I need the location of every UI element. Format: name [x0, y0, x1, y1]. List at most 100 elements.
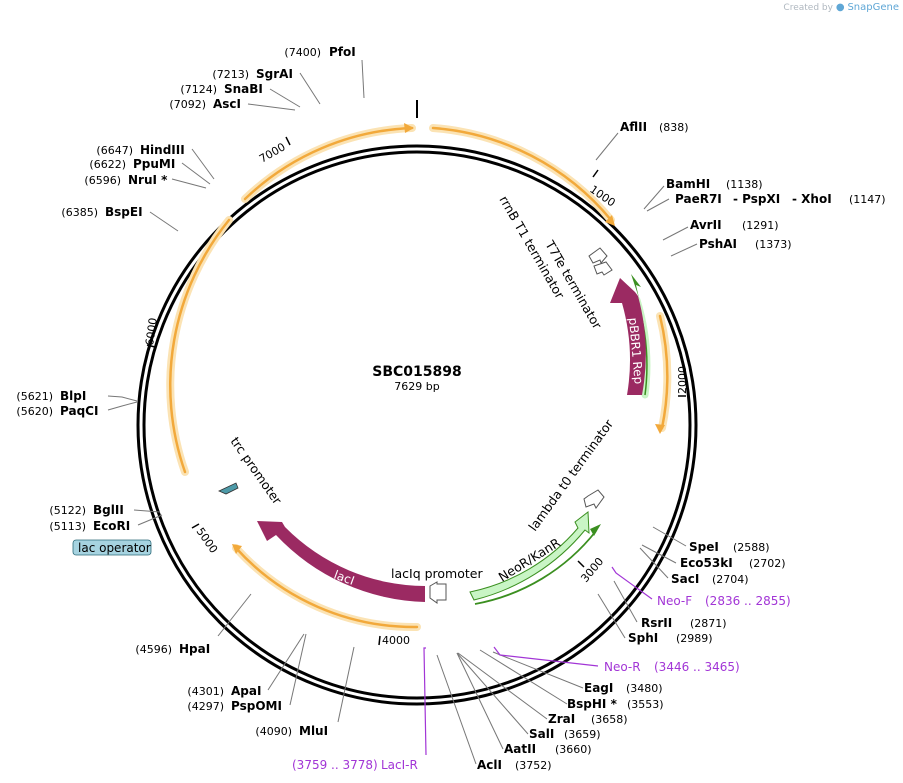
plasmid-name: SBC015898 — [372, 364, 461, 380]
enzyme-ecori-name[interactable]: EcoRI — [93, 519, 130, 533]
enzyme-eagi-name[interactable]: EagI — [584, 681, 613, 695]
enzyme-sphi-name[interactable]: SphI — [628, 631, 658, 645]
leader-hpai — [217, 593, 252, 637]
leader-avrii — [662, 226, 689, 241]
pbbr1-rep-green-arrow-icon — [631, 274, 641, 298]
enzyme-pspomi-name[interactable]: PspOMI — [231, 699, 282, 713]
enzyme-sali-name[interactable]: SalI — [529, 727, 554, 741]
enzyme-spei-name[interactable]: SpeI — [689, 540, 719, 554]
orf-arc-top-right — [431, 126, 613, 222]
enzyme-bglii-name[interactable]: BglII — [93, 503, 124, 517]
leader-neo-f — [611, 566, 653, 600]
orf-arc-top-left — [243, 126, 414, 201]
leader-saci — [639, 547, 669, 579]
orf-arcs — [166, 123, 672, 632]
enzyme-mlui-name[interactable]: MluI — [299, 724, 328, 738]
enzyme-leaders — [107, 59, 698, 765]
enzyme-pshai-name[interactable]: PshAI — [699, 237, 737, 251]
tick-mark-1000 — [592, 169, 599, 178]
enzyme-pfoi-name[interactable]: PfoI — [329, 45, 356, 59]
enzyme-blpi-pos: (5621) — [16, 390, 53, 403]
primer-leaders — [423, 566, 653, 756]
neo-kan-green-line — [474, 530, 597, 605]
leader-nrui — [171, 178, 207, 189]
enzyme-hpai-name[interactable]: HpaI — [179, 642, 210, 656]
enzyme-hindiii-pos: (6647) — [96, 144, 133, 157]
tick-mark-6000 — [146, 344, 156, 348]
enzyme-aatii-name[interactable]: AatII — [504, 742, 536, 756]
enzyme-apai-pos: (4301) — [187, 685, 224, 698]
enzyme-asci-name[interactable]: AscI — [213, 97, 241, 111]
orf-arc-left — [169, 218, 231, 474]
enzyme-asci-pos: (7092) — [169, 98, 206, 111]
enzyme-saci-name[interactable]: SacI — [671, 572, 699, 586]
laciq-promoter-label: lacIq promoter — [391, 566, 483, 581]
lac-operator-label: lac operator — [78, 541, 151, 555]
enzyme-acli-name[interactable]: AclI — [477, 758, 502, 772]
enzyme-rsrii-name[interactable]: RsrII — [641, 616, 672, 630]
enzyme-bspei-name[interactable]: BspEI — [105, 205, 143, 219]
enzyme-spei-pos: (2588) — [733, 541, 770, 554]
leader-sali — [456, 652, 529, 735]
primer-neo-f-name[interactable]: Neo-F — [657, 594, 692, 608]
enzyme-hpai-pos: (4596) — [135, 643, 172, 656]
enzyme-sphi-pos: (2989) — [676, 632, 713, 645]
enzyme-avrii-name[interactable]: AvrII — [690, 218, 722, 232]
enzyme-bglii-pos: (5122) — [49, 504, 86, 517]
orf-arc-bottom-arrow-icon — [232, 544, 242, 554]
laciq-promoter-arrow-icon — [429, 581, 447, 604]
enzyme-pspxi-name[interactable]: - PspXI — [733, 192, 780, 206]
enzyme-saci-pos: (2704) — [712, 573, 749, 586]
enzyme-paqci-name[interactable]: PaqCI — [60, 404, 98, 418]
enzyme-snabi-name[interactable]: SnaBI — [224, 82, 263, 96]
enzyme-sgrai-pos: (7213) — [212, 68, 249, 81]
neo-kan-green-arrow-icon — [590, 524, 601, 536]
leader-aatii — [456, 652, 504, 750]
enzyme-eco53ki-name[interactable]: Eco53kI — [680, 556, 733, 570]
orf-arc-left-glow — [166, 216, 233, 476]
lambda-terminator-arrow-icon — [583, 489, 605, 509]
enzyme-xhoi-pos: (1147) — [849, 193, 886, 206]
leader-apai — [267, 633, 305, 691]
enzyme-avrii-pos: (1291) — [742, 219, 779, 232]
tick-marks — [146, 136, 686, 646]
leader-bglii — [133, 509, 161, 513]
rrnb-terminator-arrow-icon — [588, 247, 608, 264]
enzyme-bamhi-pos: (1138) — [726, 178, 763, 191]
snapgene-credit: Created by ● SnapGene — [783, 2, 899, 13]
enzyme-apai-name[interactable]: ApaI — [231, 684, 261, 698]
enzyme-zrai-name[interactable]: ZraI — [548, 712, 575, 726]
orf-arc-right — [658, 314, 669, 430]
lac-operator-badge[interactable] — [72, 539, 152, 556]
primer-labels: Neo-F (2836 .. 2855) Neo-R (3446 .. 3465… — [292, 594, 791, 772]
tick-mark-5000 — [191, 523, 200, 529]
enzyme-zrai-pos: (3658) — [591, 713, 628, 726]
trc-promoter-label: trc promoter — [228, 434, 286, 508]
enzyme-bsphi-name[interactable]: BspHI * — [567, 697, 618, 711]
enzyme-rsrii-pos: (2871) — [690, 617, 727, 630]
enzyme-ppumi-name[interactable]: PpuMI — [133, 157, 175, 171]
snapgene-logo-icon: ● — [835, 2, 845, 13]
enzyme-xhoi-name[interactable]: - XhoI — [792, 192, 832, 206]
leader-pspomi — [289, 633, 307, 706]
primer-neo-r-name[interactable]: Neo-R — [604, 660, 641, 674]
trc-promoter-arrow-icon — [218, 482, 239, 495]
enzyme-paer7i-name[interactable]: PaeR7I — [675, 192, 722, 206]
leader-blpi — [107, 395, 138, 402]
tick-mark-4000 — [378, 635, 381, 646]
enzyme-aflii-name[interactable]: AflII — [620, 120, 647, 134]
enzyme-hindiii-name[interactable]: HindIII — [140, 143, 185, 157]
leader-hindiii — [191, 148, 215, 180]
leader-asci — [247, 103, 296, 111]
enzyme-pshai-pos: (1373) — [755, 238, 792, 251]
enzyme-blpi-name[interactable]: BlpI — [60, 389, 86, 403]
enzyme-sgrai-name[interactable]: SgrAI — [256, 67, 293, 81]
enzyme-nrui-name[interactable]: NruI * — [128, 173, 168, 187]
enzyme-bsphi-pos: (3553) — [627, 698, 664, 711]
enzyme-bamhi-name[interactable]: BamHI — [666, 177, 710, 191]
leader-rsrii — [613, 580, 638, 623]
primer-laci-r-name[interactable]: LacI-R — [381, 758, 418, 772]
leader-ecori — [137, 514, 163, 526]
enzyme-ppumi-pos: (6622) — [89, 158, 126, 171]
